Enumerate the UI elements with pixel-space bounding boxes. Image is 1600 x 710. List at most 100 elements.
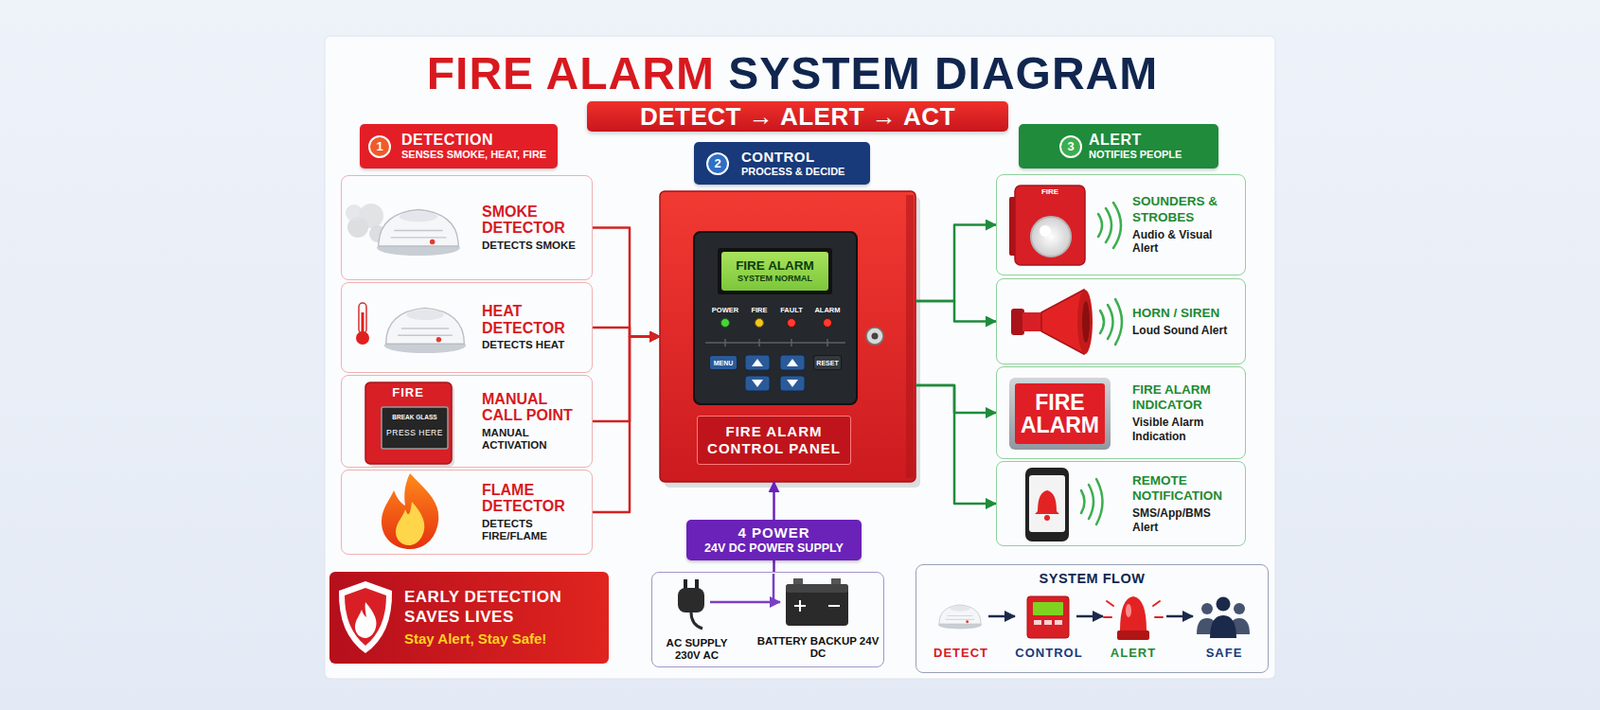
led-label: ALARM [811, 306, 844, 315]
led-label: FAULT [775, 306, 808, 315]
sounder-strobe-icon-part [1031, 216, 1071, 257]
connector [915, 385, 996, 504]
connector [915, 385, 996, 413]
phone-notification-icon-part [1034, 490, 1060, 515]
button-label: MENU [713, 359, 734, 367]
system-flow-icons-part [1033, 620, 1042, 625]
section-header: DETECTIONSENSES SMOKE, HEAT, FIRE1 [359, 124, 558, 169]
panel-button: MENU [709, 355, 738, 371]
flame-icon [381, 473, 439, 550]
phone-notification-icon-part [1025, 467, 1069, 542]
power-sources-icons-part [785, 584, 849, 626]
control-panel: FIRE ALARM CONTROL PANEL FIRE ALARMSYSTEM… [659, 191, 916, 482]
system-flow-icons-part [988, 615, 1015, 619]
detector-card: SMOKE DETECTOR DETECTS SMOKE [340, 175, 593, 281]
button-label: RESET [816, 359, 838, 367]
card-text: SMOKE DETECTOR DETECTS SMOKE [481, 197, 588, 258]
control-panel-housing-part [721, 319, 730, 328]
detector-description: DETECTS SMOKE [481, 239, 588, 252]
control-panel-housing-part [717, 248, 833, 295]
system-flow-icons-part [1117, 630, 1150, 640]
header-subtitle: NOTIFIES PEOPLE [1088, 148, 1208, 161]
call-point-label: PRESS HERE [383, 428, 446, 438]
step-number: 3 [1066, 140, 1074, 153]
system-flow-box: SYSTEM FLOWDETECTCONTROLALERTSAFE [915, 564, 1269, 674]
step-number-circle: 3 [1059, 135, 1083, 159]
detector-title: SMOKE DETECTOR [481, 203, 588, 237]
title-bar: FIRE ALARM SYSTEM DIAGRAM [319, 49, 1266, 100]
power-title: 4 POWER [737, 524, 810, 541]
safety-banner-background-part [338, 581, 392, 654]
flow-title: SYSTEM FLOW [916, 571, 1268, 587]
alarm-indicator-sign-icon-part [1009, 377, 1111, 450]
indicator-sign-text: FIRE ALARM [1015, 391, 1104, 437]
system-flow-icons-part [938, 604, 982, 629]
detector-description: DETECTS HEAT [481, 338, 588, 352]
control-panel-housing-part [786, 358, 799, 367]
card-text: FLAME DETECTORDETECTS FIRE/FLAME [481, 476, 588, 550]
safety-banner-background-part [329, 571, 609, 664]
flow-step-label: SAFE [1186, 646, 1263, 660]
horn-siren-icon-part [1082, 301, 1090, 343]
safety-banner-background-part [355, 602, 377, 639]
heat-detector-icon [355, 302, 466, 354]
power-source-label: BATTERY BACKUP 24V DC [756, 635, 880, 660]
call-point-label: FIRE [384, 386, 432, 400]
detector-description: DETECTS FIRE/FLAME [481, 517, 588, 543]
card-text: HEAT DETECTORDETECTS HEAT [481, 297, 588, 357]
connector [592, 337, 660, 514]
sounder-strobe-icon-part [1014, 185, 1085, 266]
card-text: REMOTE NOTIFICATIONSMS/App/BMS Alert [1132, 467, 1239, 540]
system-flow-icons-part [1209, 615, 1237, 639]
lcd-display: FIRE ALARMSYSTEM NORMAL [721, 251, 829, 291]
system-flow-icons-part [1233, 603, 1245, 615]
system-flow-icons-part [1044, 620, 1052, 625]
power-box: 4 POWER24V DC POWER SUPPLY [686, 519, 862, 561]
panel-label: FIRE ALARM CONTROL PANEL [696, 415, 852, 465]
system-flow-icons-part [1054, 620, 1063, 625]
detector-description: MANUAL ACTIVATION [481, 426, 588, 452]
control-panel-housing-part [866, 327, 884, 345]
phone-notification-icon [1025, 467, 1103, 542]
slogan-banner: DETECT → ALERT → ACT [586, 101, 1009, 132]
system-flow-icons-part [1027, 596, 1069, 639]
detector-title: FLAME DETECTOR [481, 481, 588, 516]
alarm-indicator-sign-icon-part [1014, 383, 1105, 445]
heat-detector-icon-part [384, 307, 466, 354]
system-flow-icons-part [1032, 602, 1064, 616]
system-flow-icons-part [1216, 597, 1231, 612]
smoke-detector-icon-part [358, 203, 384, 229]
sounder-strobe-icon-part [1039, 225, 1051, 237]
control-panel-housing-part [705, 341, 846, 344]
system-flow-icons-part [1166, 615, 1193, 619]
alert-title: FIRE ALARM INDICATOR [1132, 382, 1239, 413]
power-sources-icons-part [831, 578, 841, 586]
power-subtitle: 24V DC POWER SUPPLY [704, 541, 844, 556]
alert-description: Loud Sound Alert [1132, 323, 1239, 338]
header-title: CONTROL [741, 148, 859, 165]
system-flow-icons-part [1076, 615, 1103, 619]
detector-card: MANUAL CALL POINTMANUAL ACTIVATION [340, 374, 593, 468]
control-panel-housing-part [787, 319, 797, 328]
manual-call-point-icon-part [381, 407, 448, 449]
call-point-label: BREAK GLASS [383, 413, 446, 421]
power-sources-icons-part [691, 612, 703, 629]
alert-title: REMOTE NOTIFICATION [1132, 473, 1239, 504]
panel-button: RESET [813, 355, 842, 371]
diagram-title: FIRE ALARM SYSTEM DIAGRAM [426, 49, 1159, 100]
section-header: ALERTNOTIFIES PEOPLE3 [1018, 124, 1219, 169]
phone-notification-icon-part [1029, 475, 1066, 533]
alert-card: REMOTE NOTIFICATIONSMS/App/BMS Alert [995, 461, 1246, 547]
section-header: CONTROLPROCESS & DECIDE2 [693, 142, 871, 185]
step-number-circle: 1 [368, 135, 392, 159]
connector [915, 301, 996, 322]
control-panel-housing-part [745, 355, 770, 371]
system-flow-icons-part [1201, 603, 1213, 615]
control-panel-housing-part [751, 379, 764, 388]
control-panel-housing-part [906, 195, 914, 479]
control-panel-housing-part [751, 358, 764, 367]
alert-card: SOUNDERS & STROBESAudio & Visual Alert [995, 174, 1246, 276]
horn-siren-icon-part [1100, 299, 1122, 345]
sounder-strobe-icon [1009, 185, 1121, 266]
